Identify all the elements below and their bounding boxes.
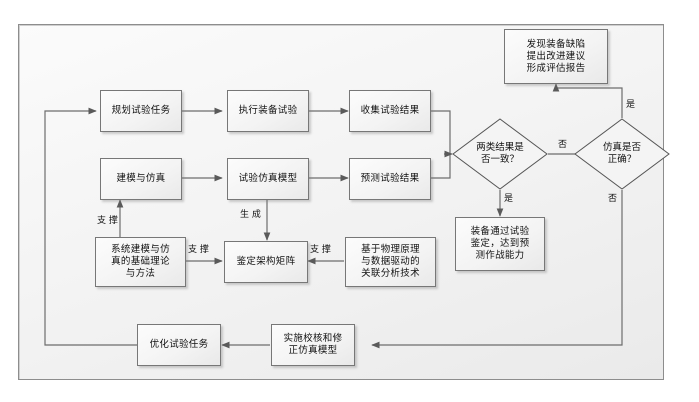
decision-consistency-shape	[452, 118, 548, 190]
corr-line-1: 基于物理原理	[361, 244, 420, 255]
edge-label-consistency-no: 否	[558, 140, 568, 150]
consistency-line-2: 否一致？	[480, 154, 519, 165]
report-line-1: 发现装备缺陷	[526, 38, 586, 50]
node-optimize-test-task[interactable]: 优化试验任务	[137, 324, 221, 366]
node-verify-correct-model[interactable]: 实施校核和修 正仿真模型	[271, 324, 355, 366]
report-line-3: 形成评估报告	[526, 62, 586, 74]
node-collect-test-results[interactable]: 收集试验结果	[349, 90, 431, 132]
node-correlation-analysis-tech[interactable]: 基于物理原理 与数据驱动的 关联分析技术	[345, 237, 436, 287]
node-equipment-pass[interactable]: 装备通过试验 鉴定，达到预 测作战能力	[455, 217, 545, 271]
node-qualification-architecture-matrix[interactable]: 鉴定架构矩阵	[224, 241, 308, 283]
sim-correct-line-2: 正确？	[607, 154, 637, 165]
node-modeling-and-simulation[interactable]: 建模与仿真	[100, 158, 182, 200]
edge-label-generate: 生 成	[240, 210, 261, 220]
node-basic-theory-method[interactable]: 系统建模与仿 真的基础理论 与方法	[95, 237, 186, 287]
edge-label-sim-yes: 是	[626, 100, 636, 110]
edge-label-support-up: 支 撑	[97, 216, 118, 226]
equipment-pass-line-1: 装备通过试验	[470, 226, 530, 237]
sim-correct-line-1: 仿真是否	[602, 142, 641, 153]
edge-label-support-left: 支 撑	[188, 245, 209, 255]
node-plan-test-task[interactable]: 规划试验任务	[100, 90, 182, 132]
decision-simulation-correct[interactable]: 仿真是否 正确？	[574, 118, 670, 190]
verify-line-1: 实施校核和修	[283, 333, 343, 344]
edge-label-sim-no: 否	[608, 194, 618, 204]
decision-simulation-correct-shape	[574, 118, 670, 190]
consistency-line-1: 两类结果是	[476, 142, 524, 153]
edge-label-support-right: 支 撑	[310, 245, 331, 255]
corr-line-2: 与数据驱动的	[361, 256, 420, 267]
verify-line-2: 正仿真模型	[288, 345, 338, 356]
equipment-pass-line-3: 测作战能力	[475, 250, 525, 261]
node-test-simulation-model[interactable]: 试验仿真模型	[227, 158, 309, 200]
edge-label-consistency-yes: 是	[504, 194, 514, 204]
node-predict-test-results[interactable]: 预测试验结果	[349, 158, 431, 200]
decision-consistency[interactable]: 两类结果是 否一致？	[452, 118, 548, 190]
node-report[interactable]: 发现装备缺陷 提出改进建议 形成评估报告	[504, 29, 608, 84]
node-execute-equipment-test[interactable]: 执行装备试验	[227, 90, 309, 132]
theory-line-3: 与方法	[125, 268, 156, 279]
theory-line-2: 真的基础理论	[111, 256, 170, 267]
theory-line-1: 系统建模与仿	[111, 244, 170, 255]
report-line-2: 提出改进建议	[526, 50, 586, 62]
equipment-pass-line-2: 鉴定，达到预	[470, 238, 530, 249]
corr-line-3: 关联分析技术	[361, 268, 420, 279]
